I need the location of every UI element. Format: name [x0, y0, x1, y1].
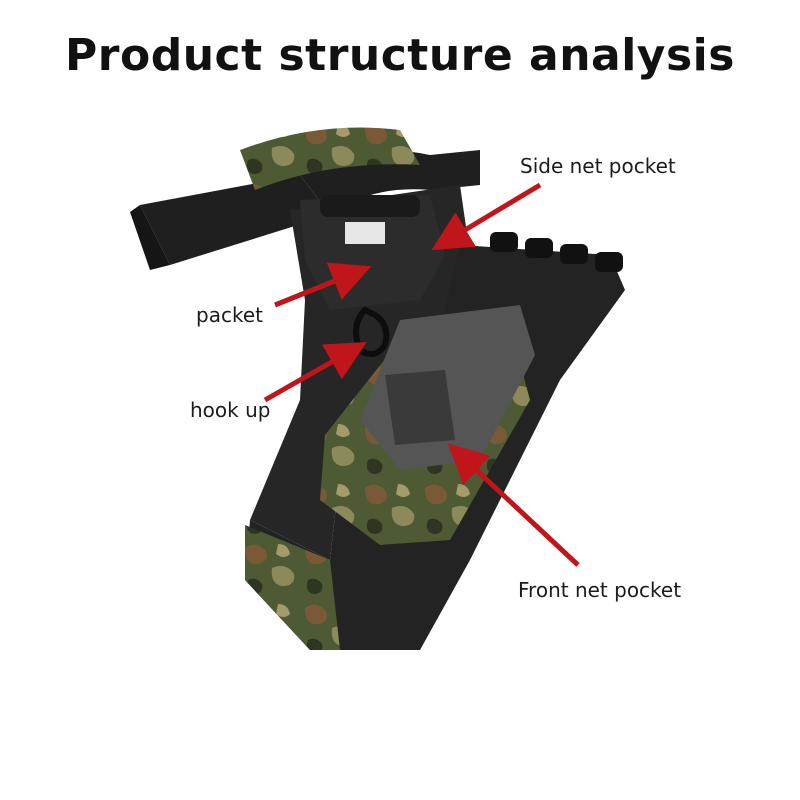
label-side-net-pocket: Side net pocket: [520, 154, 676, 178]
arrow-packet: [274, 262, 372, 308]
label-packet: packet: [196, 303, 263, 327]
arrow-side-net-pocket: [431, 182, 542, 251]
arrow-front-net-pocket: [447, 443, 580, 567]
hook-clip: [353, 306, 390, 357]
label-hook-up: hook up: [190, 398, 271, 422]
arrow-hook-up: [263, 342, 367, 403]
label-front-net-pocket: Front net pocket: [518, 578, 682, 602]
page-title: Product structure analysis: [65, 30, 735, 81]
front-net-pocket: [320, 305, 535, 545]
